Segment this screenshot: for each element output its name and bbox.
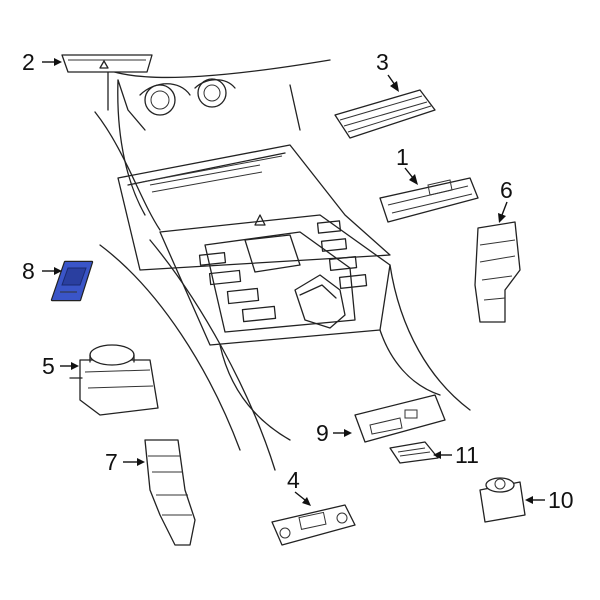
part-10-knob-module [479,477,526,523]
callout-3: 3 [376,49,389,75]
part-11-label [389,441,439,464]
callout-8: 8 [22,258,35,284]
callout-4: 4 [287,467,300,493]
part-6-switch-stack [474,221,521,323]
callout-7: 7 [105,449,118,475]
callout-arrows [42,58,545,506]
callout-10: 10 [548,487,574,513]
part-8-highlighted-switch [50,260,94,302]
part-1-control-unit [379,177,479,223]
part-9-module [354,394,446,443]
callout-labels: 2 3 1 6 8 5 7 9 11 4 10 [22,49,574,513]
callout-1: 1 [396,144,409,170]
part-3-switch-panel [334,89,436,139]
callout-5: 5 [42,353,55,379]
callout-9: 9 [316,420,329,446]
center-console-illustration [94,59,471,471]
callout-2: 2 [22,49,35,75]
part-4-control-panel [271,504,356,546]
part-2-trim-panel [61,54,153,73]
callout-6: 6 [500,177,513,203]
callout-11: 11 [455,442,479,468]
part-5-controller-knob [69,344,159,416]
part-7-switch-assembly [144,439,196,546]
